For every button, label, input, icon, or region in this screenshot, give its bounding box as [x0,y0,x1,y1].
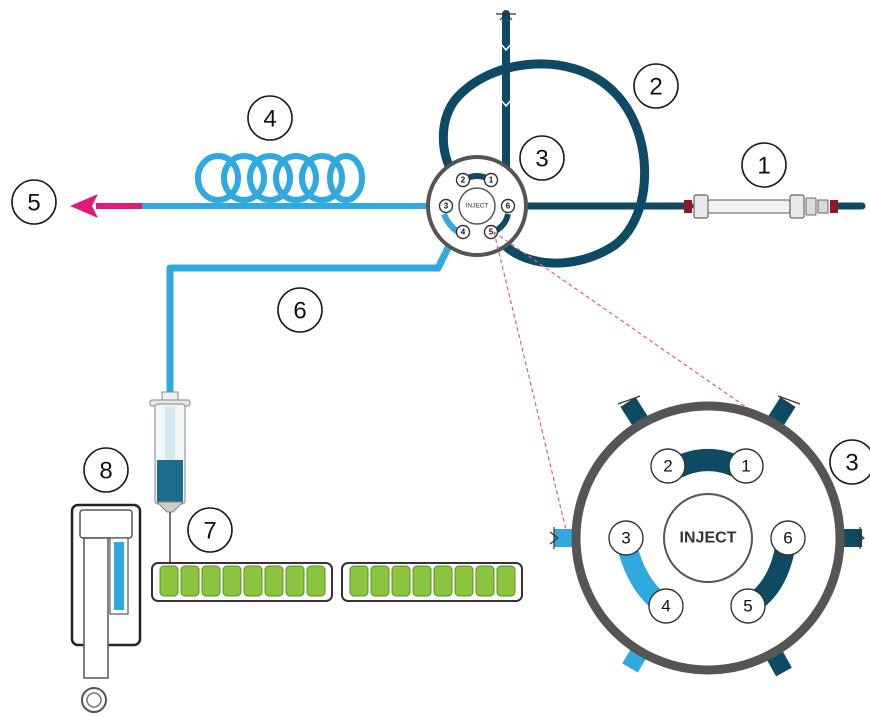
svg-text:6: 6 [293,298,306,325]
small-port-5: 5 [483,224,499,240]
callout-1: 1 [741,142,787,188]
callout-3-detail: 3 [829,439,870,485]
detail-port-1: 1 [728,448,764,484]
detail-port-2: 2 [650,448,686,484]
svg-text:4: 4 [661,597,670,616]
small-port-1: 1 [483,172,499,188]
callout-4: 4 [247,95,293,141]
svg-text:2: 2 [461,176,466,185]
svg-text:7: 7 [203,518,216,545]
small-port-3: 3 [438,198,454,214]
svg-text:1: 1 [757,153,770,180]
syringe-holder [70,503,142,713]
vial-tray-right [341,562,523,602]
svg-text:5: 5 [489,228,494,237]
small-port-4: 4 [455,224,471,240]
svg-text:1: 1 [741,457,750,476]
detail-port-5: 5 [730,588,766,624]
vial-tray-left [151,562,333,602]
detail-port-3: 3 [608,520,644,556]
svg-text:5: 5 [743,597,752,616]
callout-2: 2 [633,63,679,109]
svg-text:3: 3 [444,202,449,211]
hplc-column [684,194,838,219]
flow-chevron-2 [500,99,512,108]
svg-text:8: 8 [99,458,112,485]
svg-text:6: 6 [783,529,792,548]
svg-text:3: 3 [621,529,630,548]
callout-8: 8 [83,447,129,493]
svg-text:1: 1 [489,176,494,185]
syringe [149,391,191,568]
svg-text:3: 3 [845,450,858,477]
callout-7: 7 [187,507,233,553]
valve-center-label: INJECT [466,203,489,210]
small-valve: INJECT 1 2 3 4 5 6 [426,155,528,257]
callout-5: 5 [11,179,57,225]
transfer-line-tube [166,228,460,402]
break-mark-top [496,13,516,21]
flow-chevron-1 [500,43,512,52]
small-port-6: 6 [500,198,516,214]
svg-text:6: 6 [506,202,511,211]
outlet-arrowhead [70,194,98,218]
detail-port-6: 6 [770,520,806,556]
svg-text:3: 3 [535,146,548,173]
svg-text:2: 2 [649,74,662,101]
light-tubing [137,153,460,402]
svg-text:2: 2 [663,457,672,476]
valve-detail: INJECT 1 2 3 4 5 6 [549,395,865,677]
svg-text:4: 4 [461,228,466,237]
valve-detail-center-label: INJECT [680,530,737,547]
coil [195,153,365,203]
feed-line [494,10,510,182]
svg-text:4: 4 [263,106,276,133]
callout-6: 6 [277,287,323,333]
detail-port-4: 4 [648,588,684,624]
callout-3-small: 3 [519,135,565,181]
sample-loop-tube [438,59,650,268]
zoom-guide-lines [493,231,757,531]
svg-text:5: 5 [27,190,40,217]
small-port-2: 2 [455,172,471,188]
